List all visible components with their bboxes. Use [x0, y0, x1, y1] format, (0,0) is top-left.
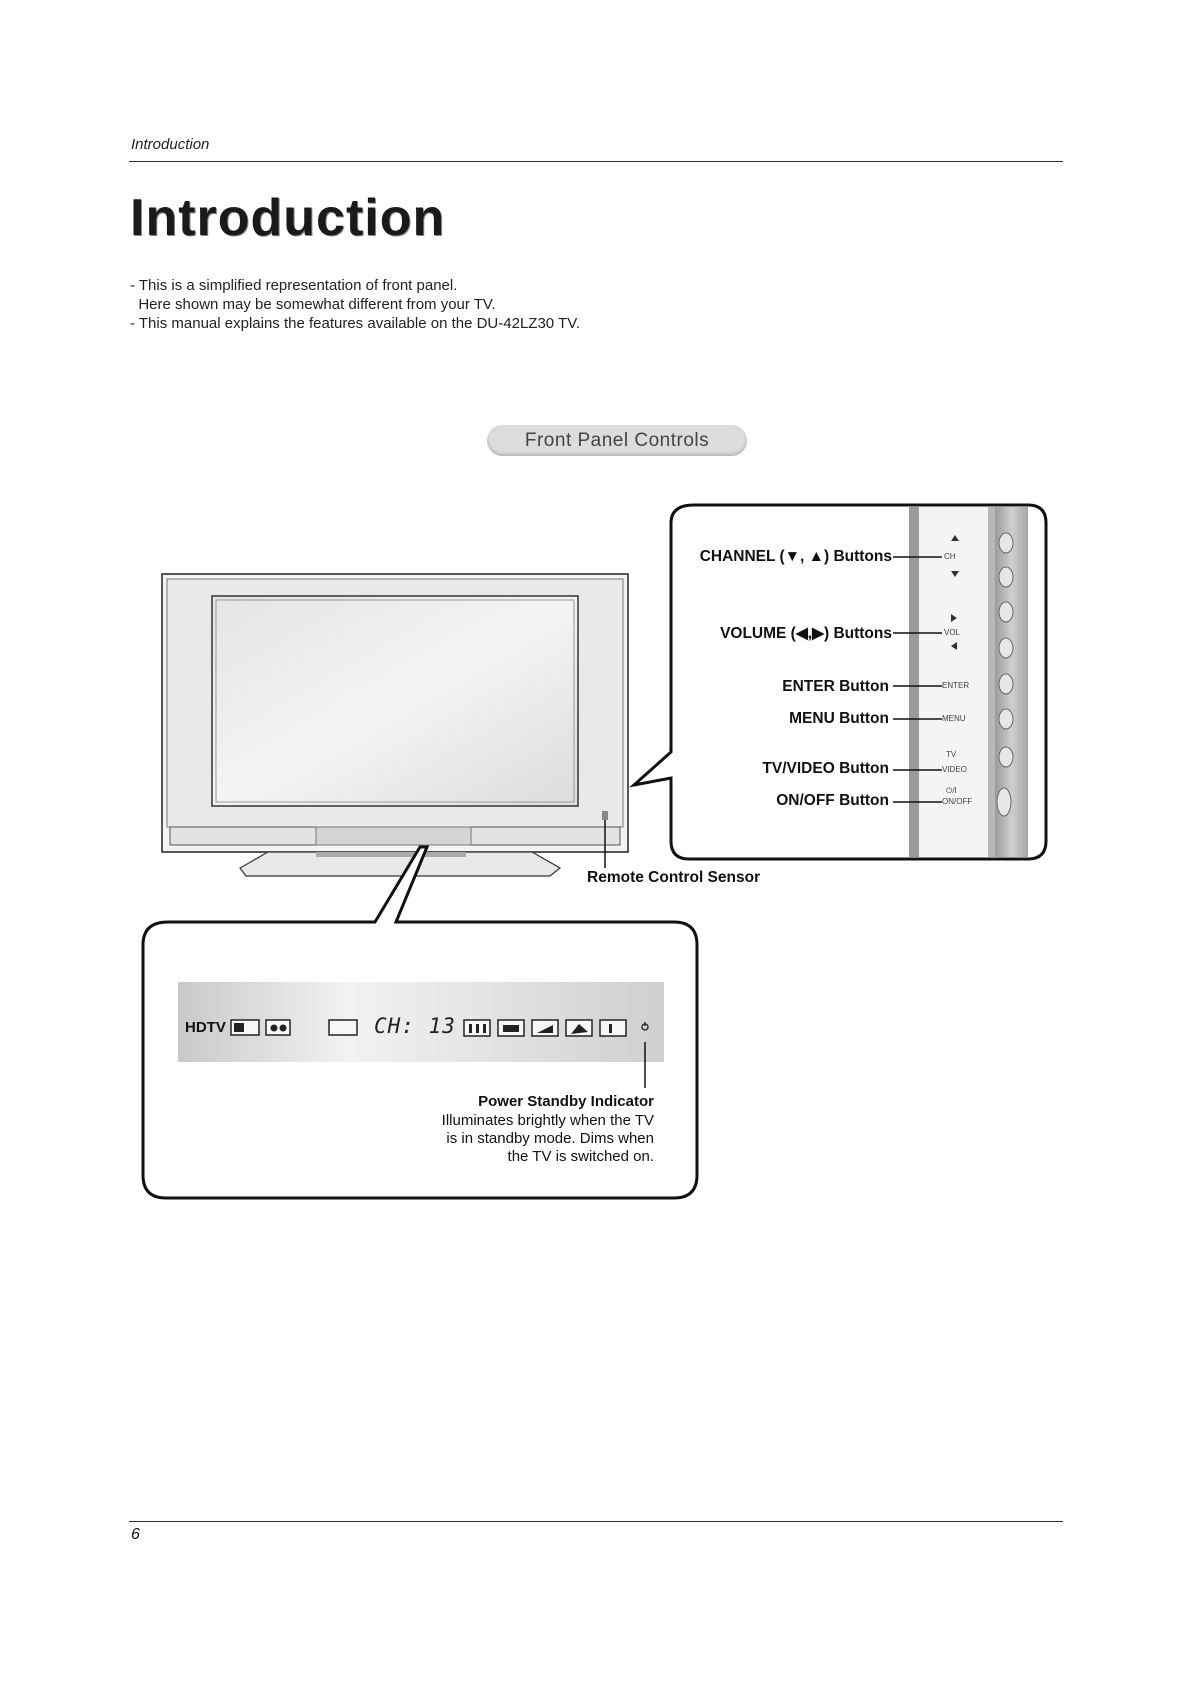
footer-rule — [129, 1521, 1063, 1522]
tv-video-button-label: TV/VIDEO Button — [762, 760, 889, 777]
remote-control-sensor-label: Remote Control Sensor — [587, 869, 761, 886]
intro-line-3: - This manual explains the features avai… — [130, 315, 580, 332]
video-mark: VIDEO — [942, 765, 967, 774]
tv-mark: TV — [946, 750, 957, 759]
indicator-callout — [141, 845, 699, 1200]
menu-button-label: MENU Button — [789, 710, 889, 727]
enter-button-label: ENTER Button — [782, 678, 889, 695]
header-rule — [129, 161, 1063, 162]
channel-display: CH: 13 — [374, 1014, 456, 1038]
page-title: Introduction — [130, 189, 446, 247]
power-mark: ⏻/I — [946, 786, 957, 795]
intro-line-2: Here shown may be somewhat different fro… — [130, 296, 496, 313]
intro-line-1: - This is a simplified representation of… — [130, 277, 458, 294]
ch-mark: CH — [944, 552, 956, 561]
enter-mark: ENTER — [942, 681, 970, 690]
power-standby-indicator-label: Power Standby Indicator — [478, 1093, 654, 1110]
tv-front-drawing — [161, 573, 629, 877]
power-standby-desc-2: is in standby mode. Dims when — [446, 1130, 654, 1147]
volume-buttons-label: VOLUME (◀,▶) Buttons — [720, 625, 892, 642]
power-standby-desc-3: the TV is switched on. — [507, 1148, 654, 1165]
channel-buttons-label: CHANNEL (▼, ▲) Buttons — [699, 548, 892, 565]
on-off-button-label: ON/OFF Button — [776, 792, 889, 809]
running-header: Introduction — [131, 136, 210, 153]
vol-mark: VOL — [944, 628, 961, 637]
menu-mark: MENU — [942, 714, 966, 723]
hdtv-indicator: HDTV — [185, 1019, 226, 1036]
onoff-mark: ON/OFF — [942, 797, 973, 806]
power-standby-desc-1: Illuminates brightly when the TV — [441, 1112, 654, 1129]
side-panel-callout — [628, 503, 1048, 861]
section-label-pill: Front Panel Controls — [487, 425, 747, 456]
page-number: 6 — [131, 1526, 140, 1543]
